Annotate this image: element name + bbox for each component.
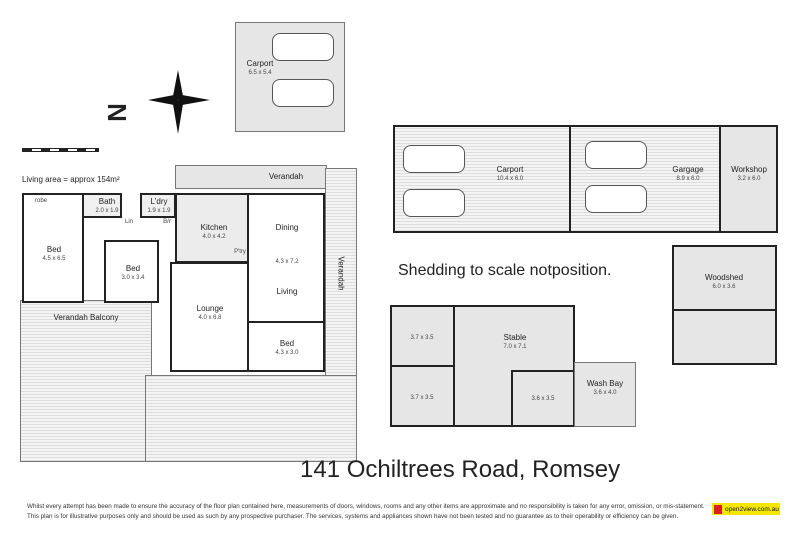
stall-1: 3.7 x 3.5 (390, 305, 455, 367)
shedding-note: Shedding to scale notposition. (398, 262, 612, 279)
room-size: 4.0 x 4.2 (202, 234, 226, 240)
wash-bay: Wash Bay 3.6 x 4.0 (574, 362, 636, 427)
car-icon (585, 185, 647, 213)
room-size: 4.3 x 3.0 (275, 350, 299, 356)
disclaimer: Whilst every attempt has been made to en… (27, 502, 707, 522)
linen-label: Lin (124, 219, 133, 225)
verandah-top: Verandah (175, 165, 327, 189)
roof-verandah (145, 375, 357, 462)
room-name: Woodshed (704, 273, 744, 282)
car-icon (403, 145, 465, 173)
room-name: L'dry (150, 197, 168, 206)
room-kitchen: Kitchen 4.0 x 4.2 P'try (175, 193, 249, 263)
room-name: Bed (46, 245, 62, 254)
room-size: 6.5 x 5.4 (248, 70, 272, 76)
room-name: Stable (503, 333, 527, 342)
woodshed-wall (674, 309, 775, 311)
room-name: Carport (496, 165, 524, 174)
room-bath: Bath 2.0 x 1.9 (82, 193, 122, 218)
room-name: Lounge (196, 304, 224, 313)
shed-garage: Gargage 8.9 x 6.0 (569, 125, 721, 233)
room-name: Wash Bay (586, 379, 624, 388)
room-bed-2: Bed 3.0 x 3.4 (104, 240, 159, 303)
room-laundry: L'dry 1.9 x 1.9 (140, 193, 176, 218)
shed-carport: Carport 10.4 x 6.0 (393, 125, 571, 233)
room-name: Bed (125, 264, 141, 273)
carport-top: Carport 6.5 x 5.4 (235, 22, 345, 132)
property-title: 141 Ochiltrees Road, Romsey (300, 456, 621, 483)
verandah-side: Verandah (325, 168, 357, 380)
stall-2: 3.7 x 3.5 (390, 365, 455, 427)
room-bed-3: Bed 4.3 x 3.0 (247, 321, 325, 372)
room-size: 3.2 x 6.0 (737, 176, 761, 182)
room-size: 1.9 x 1.9 (147, 208, 171, 214)
compass-icon (148, 70, 210, 134)
room-bed-1: Bed 4.5 x 6.5 robe (22, 193, 84, 303)
logo-text: open2view.com.au (725, 505, 779, 513)
car-icon (585, 141, 647, 169)
room-size: 7.0 x 7.1 (503, 344, 527, 350)
room-name: Kitchen (200, 223, 228, 232)
room-name: Dining (275, 223, 299, 232)
room-name: Verandah Balcony (53, 313, 119, 322)
room-name: Workshop (731, 165, 767, 174)
car-icon (403, 189, 465, 217)
room-size: 6.0 x 3.6 (712, 284, 736, 290)
robe-label: robe (34, 198, 47, 204)
room-name: Living (276, 287, 298, 296)
room-size: 2.0 x 1.9 (95, 208, 119, 214)
room-name: Verandah (268, 172, 304, 181)
room-size: 3.7 x 3.5 (410, 335, 434, 341)
woodshed: Woodshed 6.0 x 3.6 (672, 245, 777, 365)
verandah-balcony: Verandah Balcony (20, 300, 152, 462)
scale-bar (22, 148, 99, 152)
room-size: 3.0 x 3.4 (121, 275, 145, 281)
car-icon (272, 79, 334, 107)
room-name: Bath (98, 197, 116, 206)
room-size: 4.0 x 6.8 (198, 315, 222, 321)
room-dining-living: Dining 4.3 x 7.2 Living (247, 193, 325, 323)
stall-3: 3.6 x 3.5 (511, 370, 575, 427)
room-size: 3.6 x 4.0 (593, 390, 617, 396)
disclaimer-line: Whilst every attempt has been made to en… (27, 503, 705, 510)
pantry-label: P'try (234, 249, 246, 255)
room-name: Bed (279, 339, 295, 348)
north-label: N (101, 103, 132, 122)
cupboard-label: B/r (163, 219, 171, 225)
logo: open2view.com.au (712, 503, 780, 515)
shed-workshop: Workshop 3.2 x 6.0 (719, 125, 778, 233)
room-size: 4.3 x 7.2 (275, 259, 299, 265)
room-lounge: Lounge 4.0 x 6.8 (170, 262, 249, 372)
room-size: 4.5 x 6.5 (42, 256, 66, 262)
car-icon (272, 33, 334, 61)
living-area: Living area = approx 154m² (22, 175, 120, 184)
room-name: Gargage (672, 165, 704, 174)
room-size: 3.6 x 3.5 (531, 396, 555, 402)
logo-icon (714, 504, 722, 514)
room-name: Verandah (336, 256, 346, 291)
room-name: Carport (246, 59, 274, 68)
room-size: 8.9 x 6.0 (676, 176, 700, 182)
disclaimer-line: This plan is for illustrative purposes o… (27, 513, 679, 520)
room-size: 3.7 x 3.5 (410, 395, 434, 401)
room-size: 10.4 x 6.0 (496, 176, 524, 182)
